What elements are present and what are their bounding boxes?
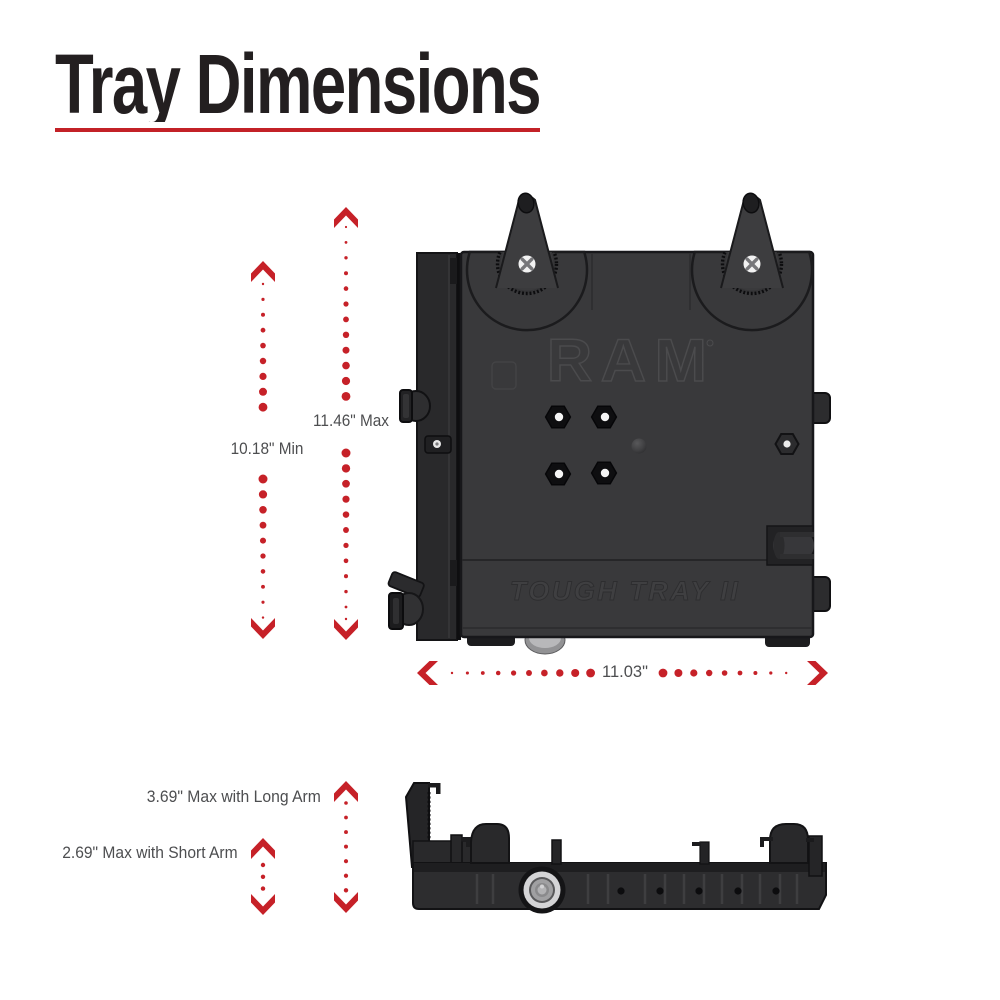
svg-text:RAM: RAM — [547, 327, 716, 394]
svg-text:TOUGH TRAY II: TOUGH TRAY II — [510, 576, 741, 606]
